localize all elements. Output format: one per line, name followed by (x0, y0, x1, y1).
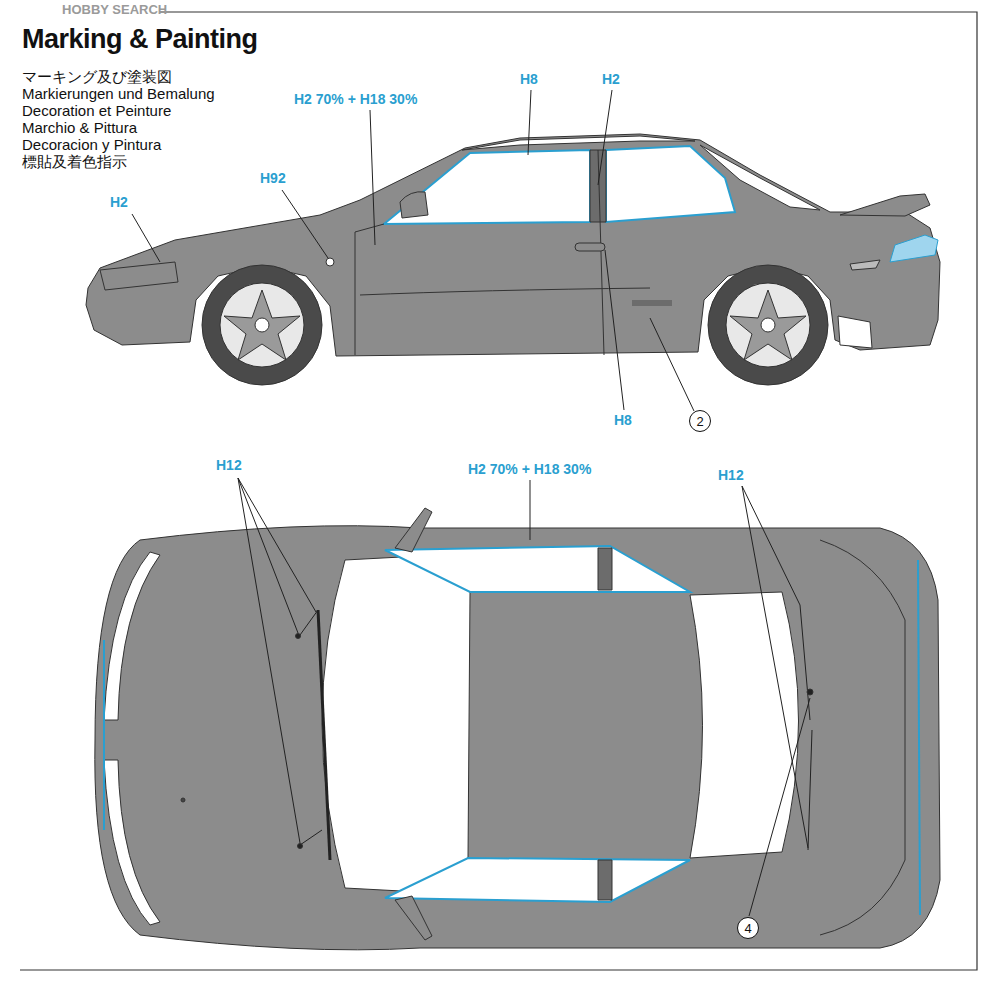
callout-text: 2 (696, 414, 703, 429)
callout-text: 4 (744, 921, 751, 936)
leader-lines (132, 90, 810, 916)
subtitle-line: 標貼及着色指示 (22, 153, 127, 170)
subtitle-line: Decoration et Peinture (22, 102, 171, 119)
paint-code: H12 (716, 467, 746, 483)
subtitle-line: マーキング及び塗装図 (22, 68, 172, 85)
paint-code: H8 (612, 412, 634, 428)
paint-code: H2 70% + H18 30% (292, 91, 419, 107)
side-wheels (202, 265, 828, 385)
page-title: Marking & Painting (22, 24, 258, 55)
page-frame (20, 12, 977, 970)
subtitle-line: Markierungen und Bemalung (22, 85, 215, 102)
paint-code: H92 (258, 170, 288, 186)
paint-code: H2 (600, 71, 622, 87)
callout-number: 4 (737, 917, 759, 939)
callout-number: 2 (689, 410, 711, 432)
subtitle-line: Marchio & Pittura (22, 119, 137, 136)
top-view (95, 508, 940, 950)
paint-code: H8 (518, 71, 540, 87)
paint-code: H12 (214, 457, 244, 473)
subtitle-line: Decoracion y Pintura (22, 136, 161, 153)
paint-code: H2 (108, 194, 130, 210)
paint-code: H2 70% + H18 30% (466, 461, 593, 477)
watermark: HOBBY SEARCH (62, 2, 167, 17)
